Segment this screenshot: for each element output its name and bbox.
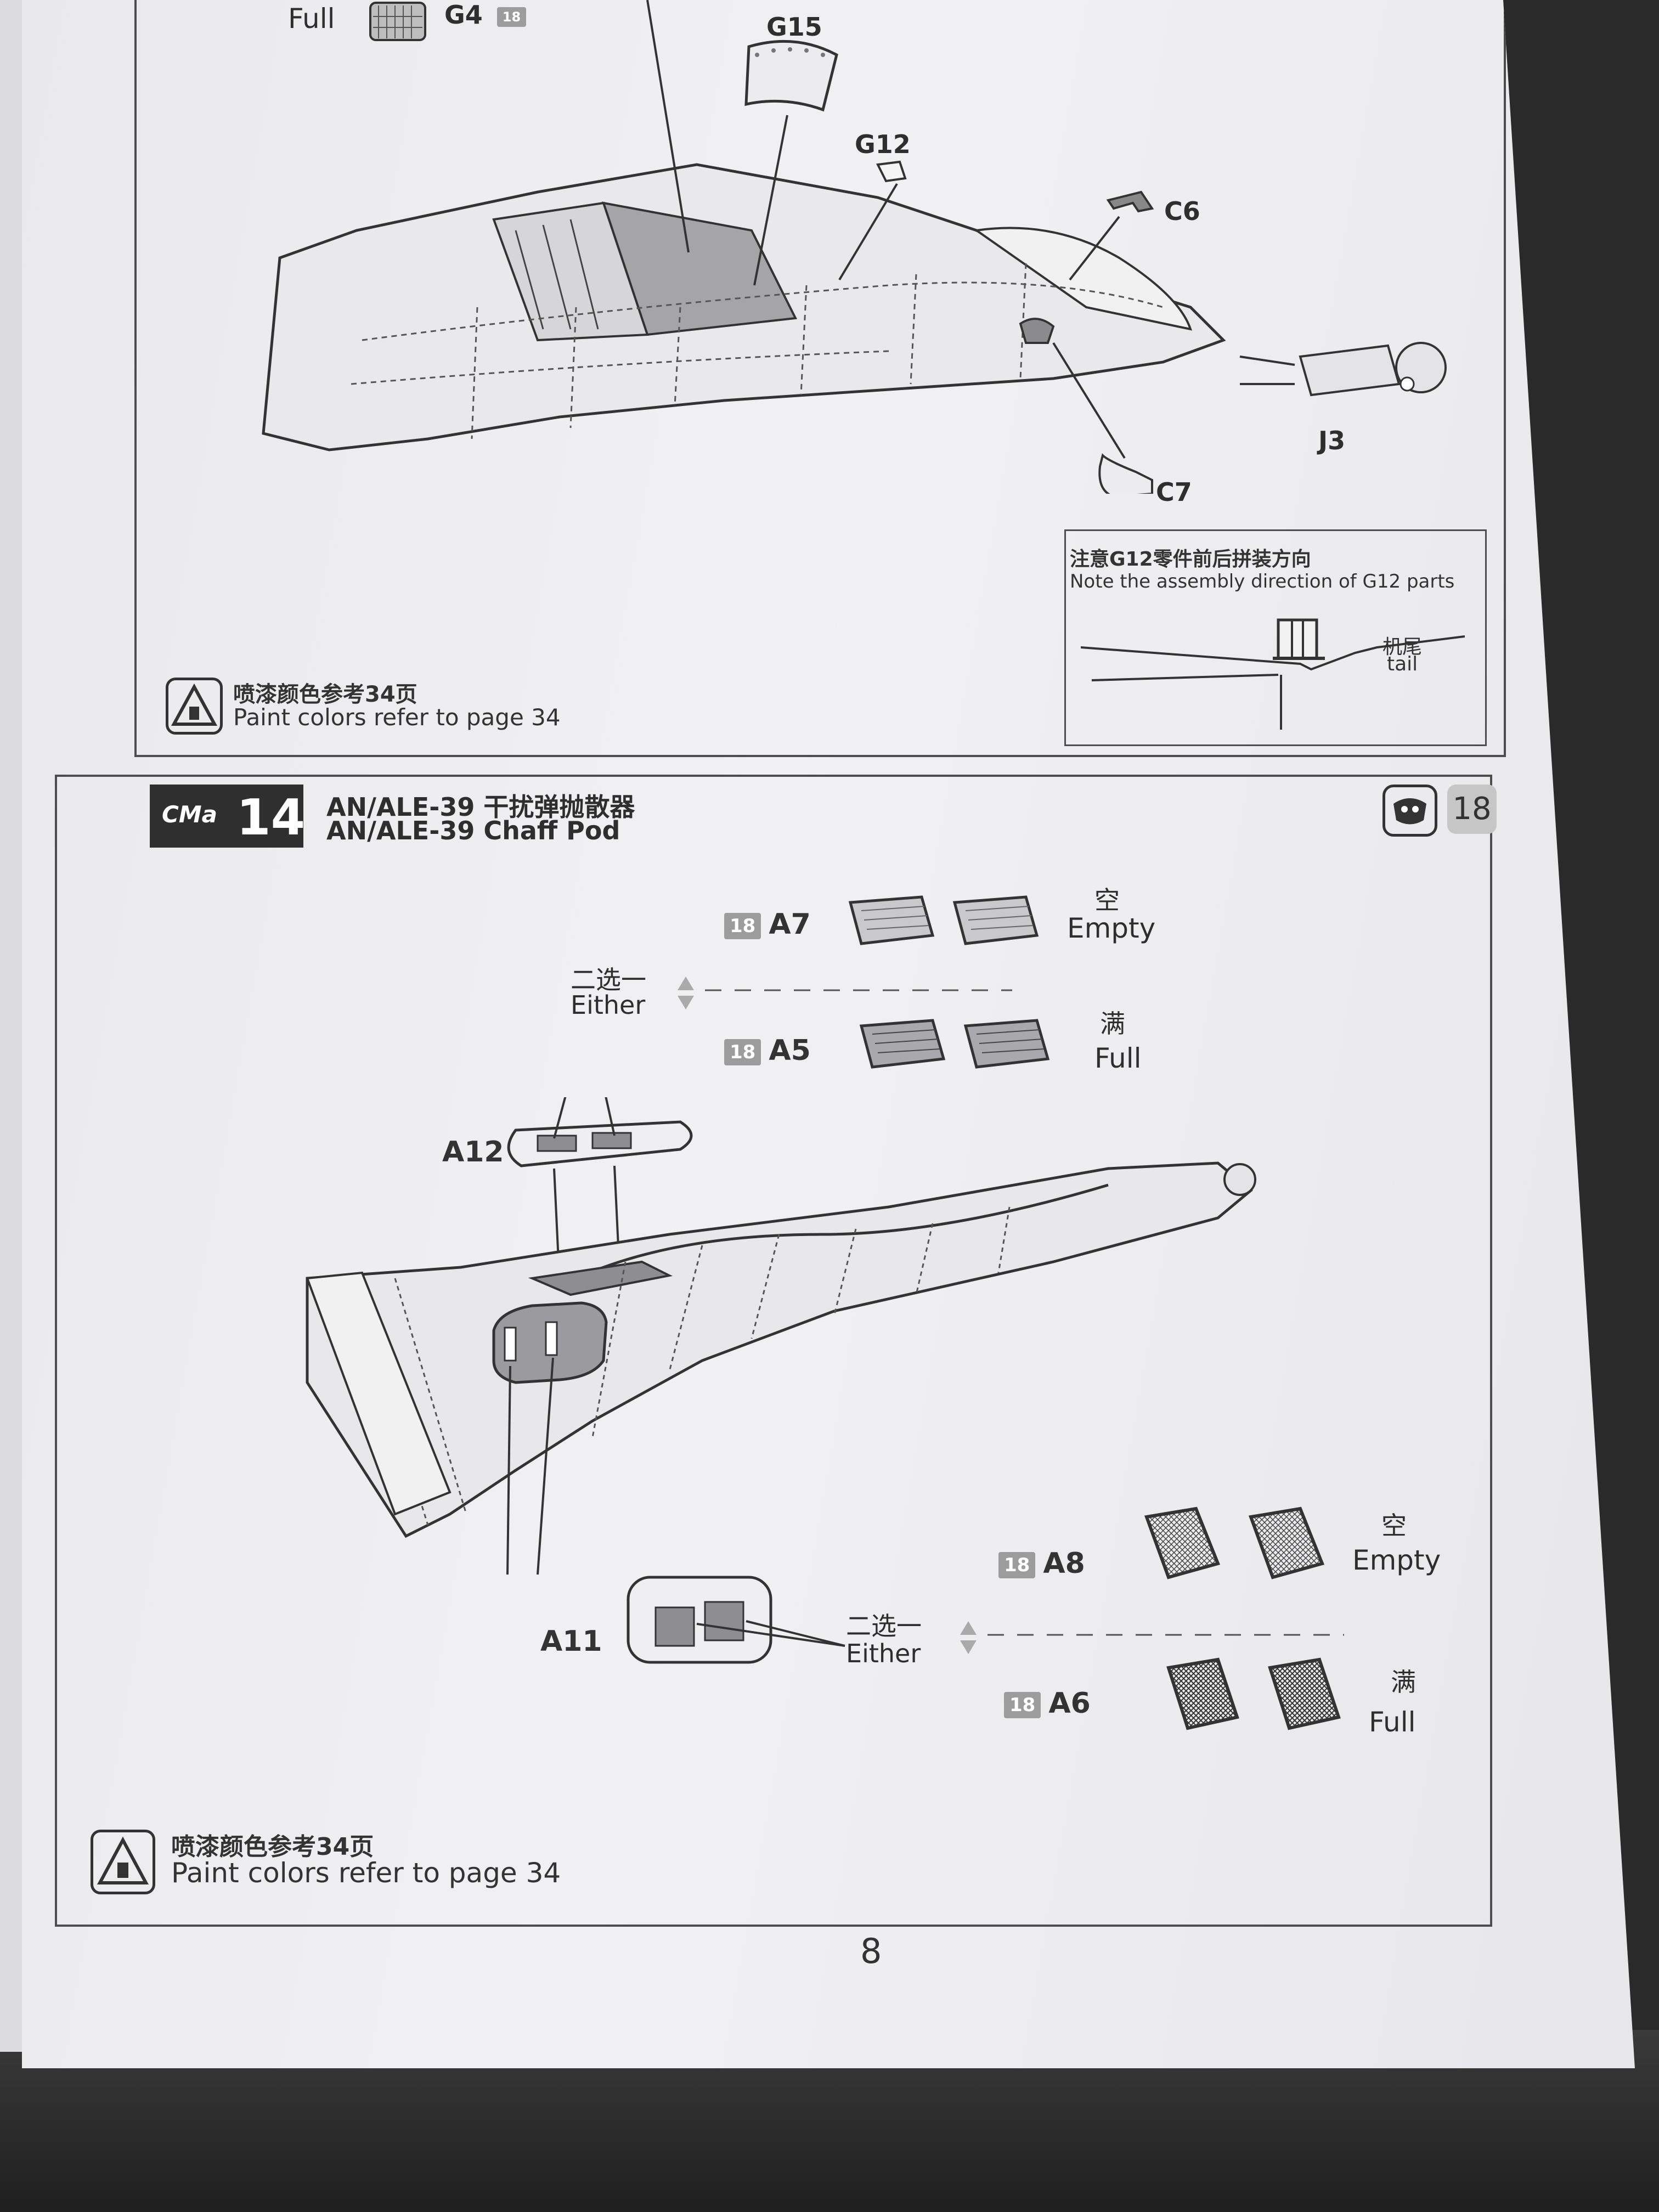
upper-divider (705, 989, 1012, 991)
step14-sheet-badge: 18 (1447, 785, 1497, 834)
label-full-top: Full (288, 3, 335, 35)
upper-either-en: Either (571, 990, 646, 1020)
paint-warning-icon-bottom (91, 1830, 155, 1894)
upper-full-en: Full (1094, 1042, 1142, 1074)
label-g15: G15 (766, 12, 822, 42)
sheet-badge-a5: 18 (724, 1039, 761, 1065)
lower-full-en: Full (1369, 1706, 1416, 1738)
lower-empty-en: Empty (1352, 1544, 1441, 1576)
a7-parts-icon (848, 895, 1039, 945)
paint-note-bottom-cn: 喷漆颜色参考34页 (171, 1833, 374, 1861)
label-c6: C6 (1164, 196, 1200, 226)
paint-note-top-en: Paint colors refer to page 34 (233, 704, 561, 731)
a11-part-illustration (627, 1576, 845, 1664)
note-tail-en: tail (1387, 653, 1418, 675)
fuselage-rear-illustration (262, 0, 1447, 494)
g4-part-icon (368, 0, 428, 44)
lower-empty-cn: 空 (1381, 1511, 1407, 1541)
sheet-badge-a8: 18 (998, 1552, 1036, 1578)
page-number: 8 (860, 1931, 882, 1971)
step14-title-cn: AN/ALE-39 干扰弹抛散器 (326, 792, 635, 822)
lower-either-cn: 二选一 (846, 1611, 922, 1641)
chaff-pod-fuselage-illustration (306, 1097, 1256, 1575)
sheet-badge-g4: 18 (496, 7, 527, 27)
top-step-frame (134, 0, 1506, 757)
label-j3: J3 (1318, 426, 1346, 455)
step14-number-tab: CMa 14 (150, 785, 303, 848)
paint-note-top-cn: 喷漆颜色参考34页 (233, 682, 417, 707)
a8-parts-icon (1144, 1506, 1325, 1579)
step14-frame (55, 775, 1492, 1927)
instruction-page: Full G4 18 G15 G12 C6 C7 J3 (22, 0, 1635, 2068)
step14-title-en: AN/ALE-39 Chaff Pod (326, 816, 620, 845)
a5-parts-icon (859, 1019, 1050, 1069)
note-tail-cn: 机尾 (1383, 636, 1423, 658)
upper-empty-en: Empty (1067, 912, 1156, 944)
sheet-badge-a6: 18 (1004, 1692, 1041, 1718)
label-a12: A12 (442, 1136, 504, 1169)
lower-divider (988, 1634, 1344, 1636)
upper-either-arrows-icon (675, 974, 697, 1014)
upper-full-cn: 满 (1100, 1009, 1125, 1039)
label-a11: A11 (540, 1625, 602, 1658)
note-text-cn: 注意G12零件前后拼装方向 (1070, 548, 1311, 571)
upper-either-cn: 二选一 (571, 965, 646, 995)
a6-parts-icon (1166, 1657, 1341, 1730)
lower-full-cn: 满 (1391, 1667, 1416, 1697)
lower-either-arrows-icon (957, 1618, 979, 1659)
brand-logo: CMa (162, 801, 217, 828)
label-g12: G12 (855, 129, 911, 159)
label-g4: G4 18 (444, 0, 534, 30)
note-text-en: Note the assembly direction of G12 parts (1070, 571, 1455, 592)
sheet-badge-a7: 18 (724, 913, 761, 939)
note-box (1064, 529, 1487, 746)
upper-empty-cn: 空 (1094, 885, 1120, 915)
lower-either-en: Either (846, 1639, 921, 1668)
label-c7: C7 (1156, 477, 1192, 507)
paint-note-bottom-en: Paint colors refer to page 34 (171, 1857, 561, 1889)
note-diagram (1081, 618, 1465, 730)
step14-tool-icon (1383, 785, 1437, 837)
step14-number: 14 (236, 789, 306, 847)
paint-warning-icon-top (166, 678, 223, 735)
